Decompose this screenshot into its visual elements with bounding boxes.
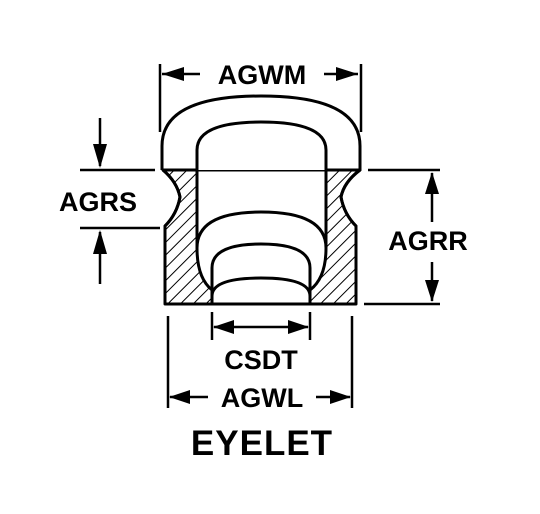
diagram-title: EYELET (191, 424, 333, 463)
csdt-label: CSDT (224, 345, 298, 375)
agwm-arrow-right (336, 67, 358, 81)
agwl-label: AGWL (221, 383, 303, 413)
csdt-arrow-left (213, 320, 234, 334)
outer-profile-left (162, 168, 182, 304)
agrs-arrow-bottom (93, 230, 107, 254)
agrr-arrow-bottom (425, 280, 439, 302)
agrr-label: AGRR (388, 226, 468, 256)
agwl-arrow-left (169, 390, 190, 404)
arrowheads (93, 67, 439, 404)
csdt-arrow-right (288, 320, 309, 334)
agrr-arrow-top (425, 172, 439, 194)
bore-lower (210, 276, 312, 304)
barrel-middle-curl (195, 210, 328, 249)
agrs-arrow-top (93, 144, 107, 168)
outer-profile-right (339, 168, 361, 304)
agrs-label: AGRS (59, 187, 137, 217)
eyelet-part (160, 94, 362, 306)
barrel-upper (195, 120, 328, 170)
agwl-arrow-right (330, 390, 351, 404)
agwm-label: AGWM (218, 60, 306, 90)
agwm-arrow-left (162, 67, 184, 81)
